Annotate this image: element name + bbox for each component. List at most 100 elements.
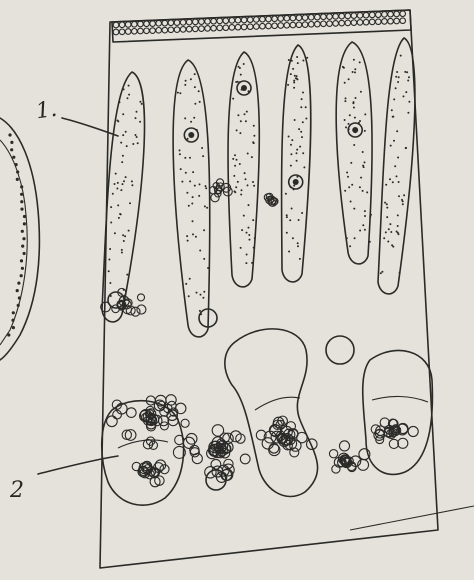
granule xyxy=(116,188,118,190)
organ-dot xyxy=(12,156,15,159)
stromal-cell xyxy=(183,437,194,448)
granule xyxy=(348,123,350,125)
band-cell xyxy=(296,15,302,21)
granule xyxy=(298,219,300,221)
granule xyxy=(393,98,395,100)
band-cell xyxy=(290,15,296,21)
granule xyxy=(112,193,114,195)
granule xyxy=(293,82,295,84)
granule xyxy=(349,245,351,247)
granule xyxy=(139,121,141,123)
band-cell xyxy=(247,17,253,23)
granule xyxy=(248,204,250,206)
granule xyxy=(122,234,124,236)
granule xyxy=(181,181,183,183)
columnar-cell xyxy=(173,60,210,337)
granule xyxy=(345,97,347,99)
band-cell xyxy=(296,22,302,28)
granule xyxy=(190,121,192,123)
granule xyxy=(354,237,356,239)
band-cell xyxy=(351,13,357,19)
granule xyxy=(291,208,293,210)
granule xyxy=(400,55,402,57)
organ-dot xyxy=(12,326,15,329)
granule xyxy=(244,172,246,174)
granule xyxy=(391,244,393,246)
granule xyxy=(128,94,130,96)
granule xyxy=(185,172,187,174)
band-cell xyxy=(357,13,363,19)
band-cell xyxy=(284,23,290,29)
organ-dot xyxy=(11,319,14,322)
stromal-cell xyxy=(408,426,418,436)
granule xyxy=(135,134,137,136)
granule xyxy=(353,144,355,146)
granule xyxy=(359,61,361,63)
band-cell xyxy=(247,24,253,30)
granule xyxy=(126,145,128,147)
organ-dot xyxy=(21,230,24,233)
granule xyxy=(396,130,398,132)
granule xyxy=(362,151,364,153)
granule xyxy=(286,216,288,218)
band-cell xyxy=(369,12,375,18)
granule xyxy=(125,131,127,133)
band-cell xyxy=(369,19,375,25)
band-cell xyxy=(376,12,382,18)
band-cell xyxy=(186,26,192,32)
band-cell xyxy=(168,27,174,33)
granule xyxy=(195,236,197,238)
stromal-cell xyxy=(107,416,118,427)
organ-dot xyxy=(22,237,25,240)
granule xyxy=(247,153,249,155)
band-cell xyxy=(150,21,156,27)
organ-dot xyxy=(15,163,18,166)
granule xyxy=(388,228,390,230)
granule xyxy=(118,217,120,219)
granule xyxy=(122,113,124,115)
vesicle-right xyxy=(363,350,433,474)
granule xyxy=(299,258,301,260)
granule xyxy=(296,149,298,151)
granule xyxy=(204,205,206,207)
granule xyxy=(117,120,119,122)
band-cell xyxy=(156,28,162,34)
cell-outline xyxy=(173,60,210,337)
granule xyxy=(199,183,201,185)
band-cell xyxy=(260,16,266,22)
granule xyxy=(359,230,361,232)
band-cell xyxy=(199,19,205,25)
band-cell xyxy=(321,14,327,20)
granule xyxy=(121,161,123,163)
granule xyxy=(299,146,301,148)
organ-dot xyxy=(16,170,19,173)
organ-dot xyxy=(18,296,21,299)
nucleolus xyxy=(241,85,247,91)
stromal-cell xyxy=(160,465,169,474)
band-cell xyxy=(205,26,211,32)
band-cell xyxy=(132,29,138,35)
organ-dot xyxy=(12,311,15,314)
granule xyxy=(241,229,243,231)
granule xyxy=(385,231,387,233)
granule xyxy=(302,92,304,94)
band-cell xyxy=(223,18,229,24)
granule xyxy=(245,120,247,122)
granule xyxy=(139,101,141,103)
granule xyxy=(292,237,294,239)
band-cell xyxy=(113,22,119,28)
granule xyxy=(179,92,181,94)
granule xyxy=(253,135,255,137)
band-cell xyxy=(363,12,369,18)
granule xyxy=(398,181,400,183)
organ-dot xyxy=(16,289,19,292)
granule xyxy=(362,165,364,167)
granule xyxy=(350,201,352,203)
granule xyxy=(285,193,287,195)
granule xyxy=(389,223,391,225)
granule xyxy=(187,240,189,242)
granule xyxy=(141,103,143,105)
stromal-cell xyxy=(240,454,250,464)
granule xyxy=(353,208,355,210)
